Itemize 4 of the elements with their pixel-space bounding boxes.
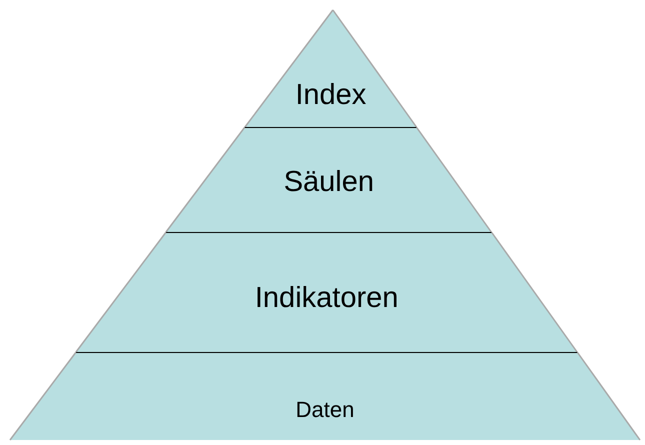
band-label: Daten [294, 399, 356, 421]
band-label: Säulen [282, 168, 376, 196]
band-label: Indikatoren [254, 284, 400, 312]
band-label: Index [294, 80, 368, 110]
